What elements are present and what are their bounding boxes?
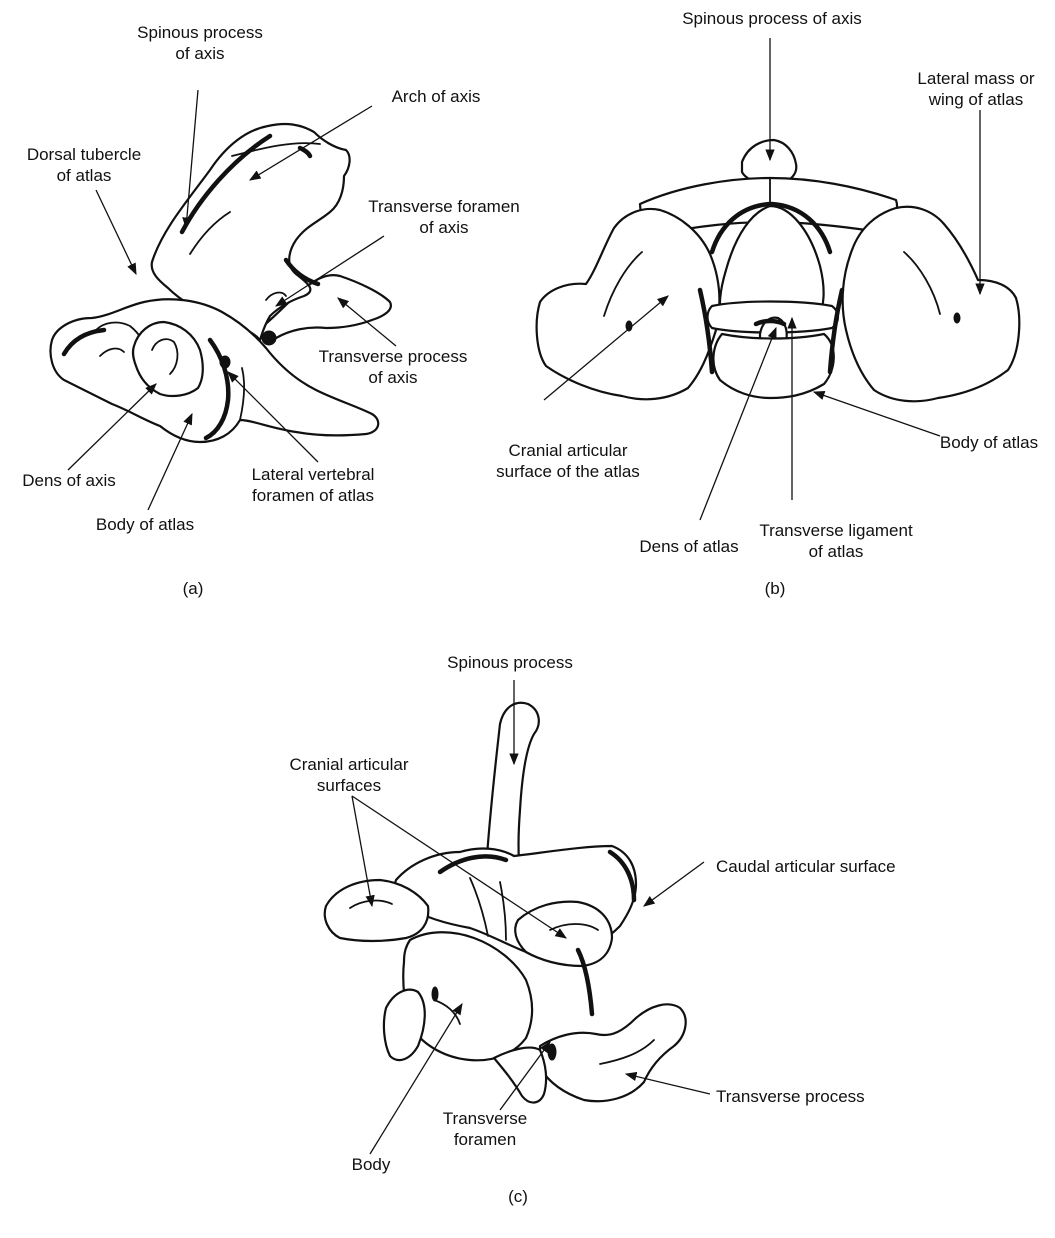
right-cranial-articular-surface-shape [515,902,612,966]
left-transverse-wing-shape [384,990,425,1060]
label-b-cranial-articular-surface-of-the-atlas: Cranial articular surface of the atlas [468,440,668,482]
atlas-body-lower-shape [713,334,833,398]
label-a-dorsal-tubercle-of-atlas: Dorsal tubercle of atlas [4,144,164,186]
label-b-lateral-mass-or-wing-of-atlas: Lateral mass or wing of atlas [898,68,1054,110]
label-a-spinous-process-of-axis: Spinous process of axis [100,22,300,64]
label-c-caudal-articular-surface: Caudal articular surface [716,856,952,877]
panel-b-drawing [537,140,1020,401]
caption-a: (a) [170,578,216,599]
leader-c-caudal [644,862,704,906]
atlas-right-wing-shape [843,207,1020,401]
label-b-spinous-process-of-axis: Spinous process of axis [660,8,884,29]
leader-a-dorsal-tubercle [96,190,136,274]
transverse-process-shape [540,1004,686,1101]
label-a-dens-of-axis: Dens of axis [4,470,134,491]
label-a-lateral-vertebral-foramen-of-atlas: Lateral vertebral foramen of atlas [228,464,398,506]
caption-c: (c) [495,1186,541,1207]
label-a-body-of-atlas: Body of atlas [80,514,210,535]
vertebra-lower-leg-shape [494,1048,546,1103]
label-b-transverse-ligament-of-atlas: Transverse ligament of atlas [744,520,928,562]
label-c-cranial-articular-surfaces: Cranial articular surfaces [254,754,444,796]
label-c-body: Body [336,1154,406,1175]
atlas-left-wing-shape [537,209,720,399]
spinous-process-shape [486,703,539,872]
label-a-arch-of-axis: Arch of axis [366,86,506,107]
label-b-dens-of-atlas: Dens of atlas [614,536,764,557]
caption-b: (b) [752,578,798,599]
label-c-spinous-process: Spinous process [420,652,600,673]
label-a-transverse-process-of-axis: Transverse process of axis [300,346,486,388]
label-a-transverse-foramen-of-axis: Transverse foramen of axis [354,196,534,238]
label-c-transverse-process: Transverse process [716,1086,916,1107]
label-b-body-of-atlas: Body of atlas [924,432,1054,453]
vertebral-body-shape [403,932,532,1060]
label-c-transverse-foramen: Transverse foramen [420,1108,550,1150]
